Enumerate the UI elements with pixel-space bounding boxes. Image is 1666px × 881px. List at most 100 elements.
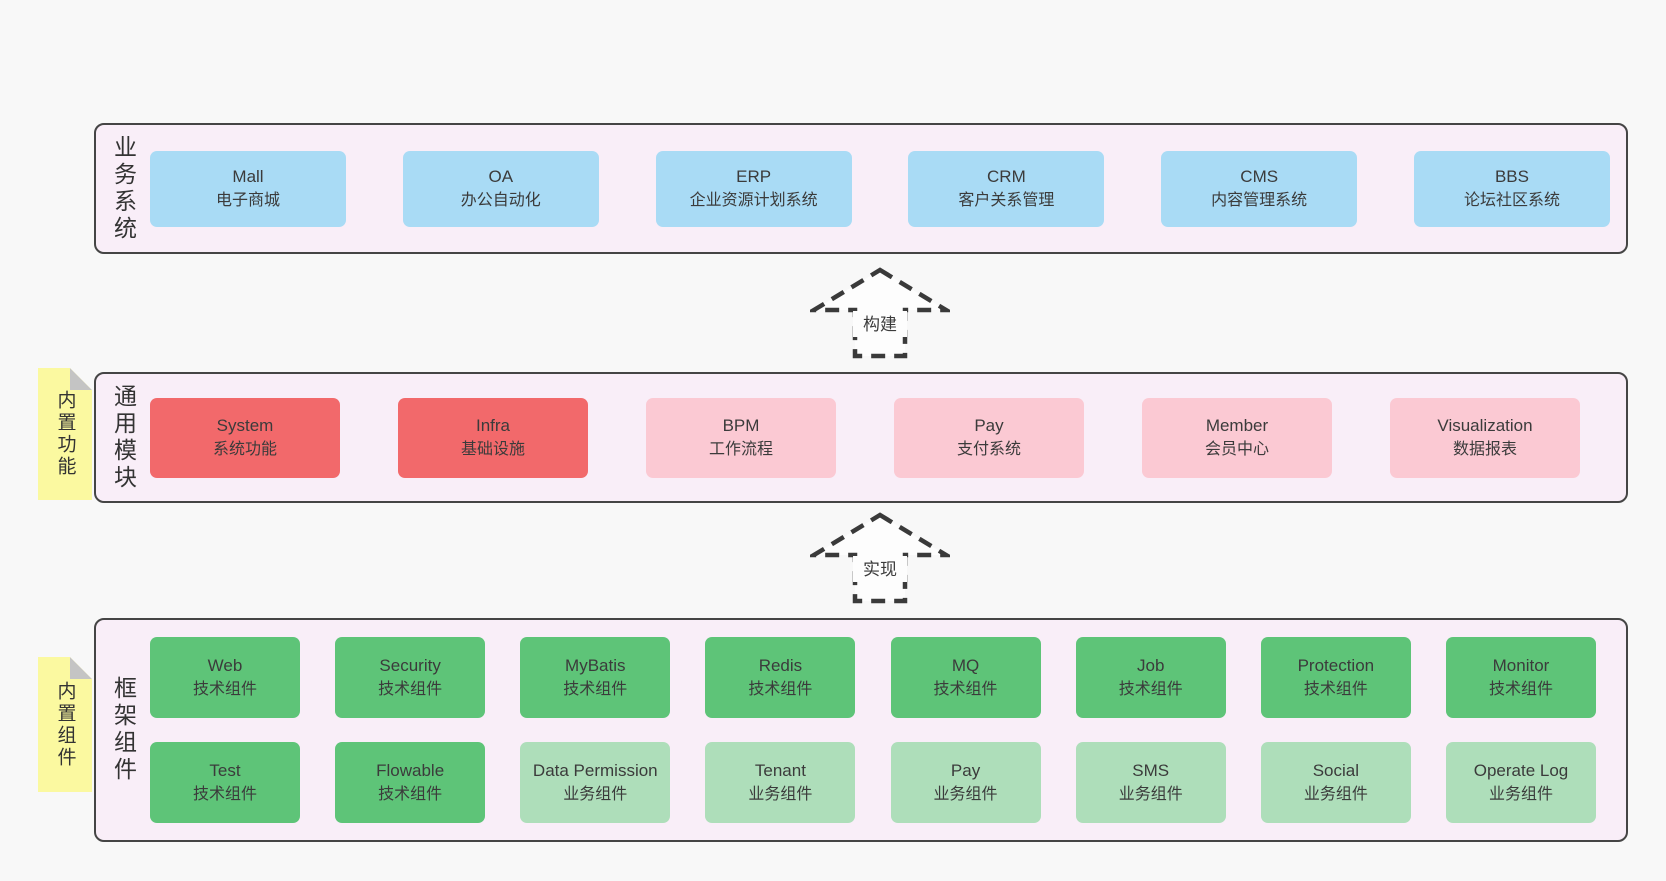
box-protection: Protection 技术组件 [1260,637,1411,718]
box-tenant-desc: 业务组件 [748,786,813,804]
box-mall-desc: 电子商城 [215,192,280,210]
box-system-name: System [216,415,274,435]
common-modules-panel: 通用模块 System 系统功能 Infra 基础设施 BPM 工作流程 Pay 支付系… [94,372,1628,503]
box-oa: OA 办公自动化 [402,150,599,227]
box-bpm: BPM 工作流程 [646,397,836,478]
box-protection-desc: 技术组件 [1303,681,1368,699]
box-sms: SMS 业务组件 [1075,742,1226,823]
box-system-desc: 系统功能 [212,441,277,459]
box-crm-name: CRM [987,166,1026,186]
box-redis: Redis 技术组件 [705,637,856,718]
common-modules-label-text: 通用模块 [110,383,137,492]
box-tenant-name: Tenant [754,760,806,780]
implement-arrow-label: 实现 [863,560,897,579]
build-arrow-label-bg [853,311,907,337]
box-security-desc: 技术组件 [378,681,443,699]
box-mq-name: MQ [951,655,980,675]
box-pay-component-name: Pay [950,760,981,780]
business-systems-label: 业务系统 [96,135,150,243]
sticky-fold-icon [70,657,92,679]
box-infra: Infra 基础设施 [398,397,588,478]
build-arrow: 构建 [810,266,950,360]
sticky-built-in-features: 内置功能 [38,368,92,500]
box-mybatis: MyBatis 技术组件 [520,637,671,718]
box-redis-desc: 技术组件 [748,681,813,699]
box-bbs-desc: 论坛社区系统 [1463,192,1560,210]
box-bbs: BBS 论坛社区系统 [1413,150,1610,227]
implement-arrow-label-bg [853,556,907,582]
common-modules-row: System 系统功能 Infra 基础设施 BPM 工作流程 Pay 支付系统 Mem… [150,397,1626,478]
box-security-name: Security [379,655,441,675]
box-infra-desc: 基础设施 [460,441,525,459]
box-pay-module: Pay 支付系统 [894,397,1084,478]
box-data-permission: Data Permission 业务组件 [520,742,671,823]
box-cms-name: CMS [1240,166,1279,186]
box-tenant: Tenant 业务组件 [705,742,856,823]
sticky-built-in-components-text: 内置组件 [54,680,76,769]
framework-components-label-text: 框架组件 [110,676,137,784]
box-data-permission-name: Data Permission [532,760,658,780]
common-modules-label: 通用模块 [96,384,150,492]
box-cms: CMS 内容管理系统 [1161,150,1358,227]
box-web: Web 技术组件 [150,637,300,718]
box-flowable-name: Flowable [376,760,445,780]
box-operate-log-desc: 业务组件 [1488,786,1553,804]
box-pay-component-desc: 业务组件 [933,786,998,804]
implement-arrow: 实现 [810,511,950,605]
box-mybatis-name: MyBatis [565,655,626,675]
box-flowable-desc: 技术组件 [378,786,443,804]
build-arrow-label: 构建 [863,315,897,334]
box-visualization-desc: 数据报表 [1452,441,1517,459]
box-member: Member 会员中心 [1142,397,1332,478]
box-web-desc: 技术组件 [192,681,257,699]
box-security: Security 技术组件 [335,637,486,718]
box-pay-component: Pay 业务组件 [890,742,1041,823]
box-flowable: Flowable 技术组件 [335,742,486,823]
box-monitor: Monitor 技术组件 [1445,637,1596,718]
box-bbs-name: BBS [1494,166,1529,186]
box-pay-module-desc: 支付系统 [956,441,1021,459]
box-erp-name: ERP [736,166,772,186]
framework-components-label: 框架组件 [96,676,150,784]
box-mall-name: Mall [232,166,264,186]
box-cms-desc: 内容管理系统 [1211,192,1308,210]
box-social-desc: 业务组件 [1303,786,1368,804]
sticky-built-in-features-text: 内置功能 [54,390,76,478]
framework-components-panel: 框架组件 Web 技术组件 Security 技术组件 MyBatis 技术组件 Re… [94,618,1628,842]
box-pay-module-name: Pay [974,415,1004,435]
box-monitor-name: Monitor [1492,655,1550,675]
box-visualization: Visualization 数据报表 [1390,397,1580,478]
box-erp-desc: 企业资源计划系统 [689,192,818,210]
box-data-permission-desc: 业务组件 [563,786,628,804]
box-visualization-name: Visualization [1437,415,1533,435]
box-job-name: Job [1136,655,1165,675]
box-mybatis-desc: 技术组件 [563,681,628,699]
box-redis-name: Redis [758,655,803,675]
box-member-desc: 会员中心 [1204,441,1269,459]
box-oa-name: OA [488,166,514,186]
box-infra-name: Infra [475,415,511,435]
box-sms-desc: 业务组件 [1118,786,1183,804]
box-mall: Mall 电子商城 [150,150,346,227]
box-erp: ERP 企业资源计划系统 [655,150,852,227]
business-systems-label-text: 业务系统 [110,134,137,243]
framework-components-grid: Web 技术组件 Security 技术组件 MyBatis 技术组件 Redis 技术… [150,637,1626,823]
box-social: Social 业务组件 [1260,742,1411,823]
box-web-name: Web [207,655,243,675]
box-social-name: Social [1312,760,1359,780]
box-protection-name: Protection [1297,655,1375,675]
box-bpm-name: BPM [722,415,760,435]
box-operate-log: Operate Log 业务组件 [1445,742,1596,823]
box-sms-name: SMS [1132,760,1170,780]
box-monitor-desc: 技术组件 [1488,681,1553,699]
box-operate-log-name: Operate Log [1473,760,1569,780]
box-member-name: Member [1205,415,1269,435]
sticky-built-in-components: 内置组件 [38,657,92,792]
box-oa-desc: 办公自动化 [460,192,541,210]
box-bpm-desc: 工作流程 [708,441,773,459]
